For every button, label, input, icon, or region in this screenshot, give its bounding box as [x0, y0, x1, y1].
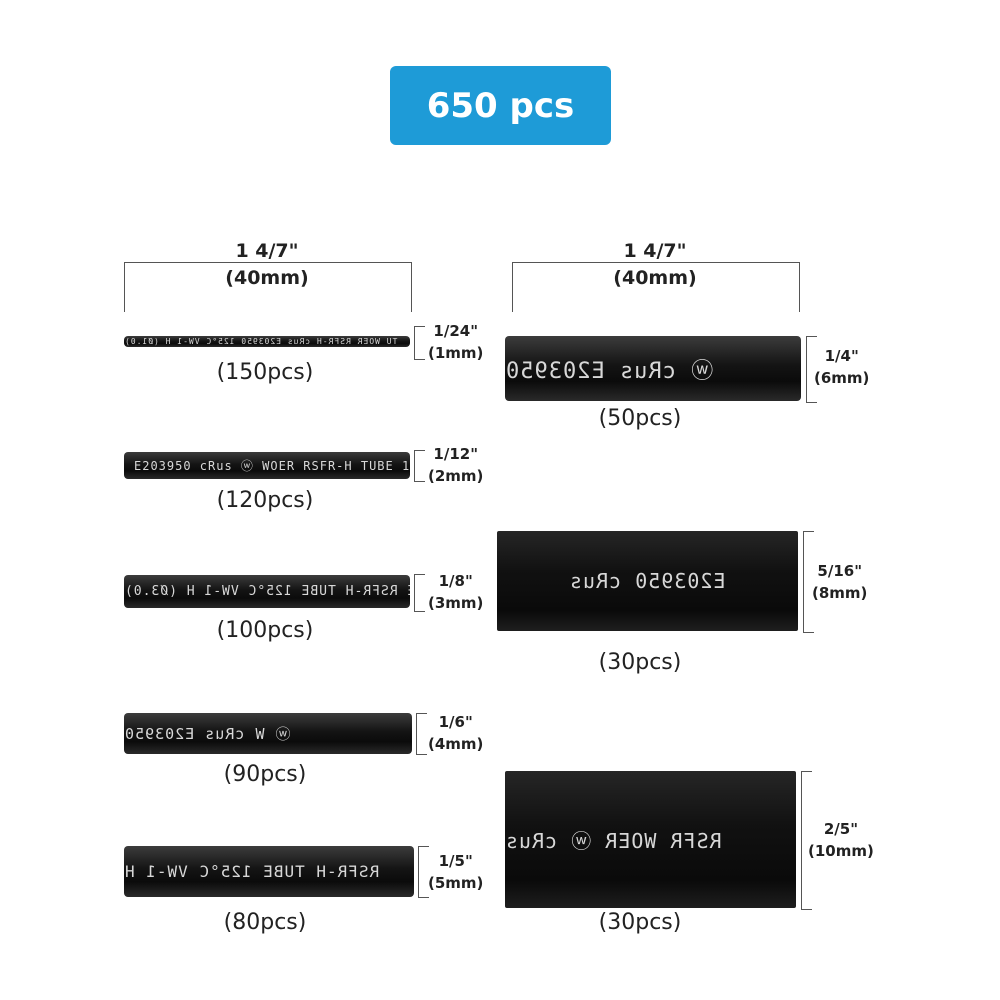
tube-6mm-size-mm: (6mm) [814, 369, 870, 387]
left-length-inch: 1 4/7" [235, 240, 299, 262]
tube-6mm-print: ⓦ cRus E203950 [505, 358, 714, 384]
tube-10mm-print: RSFR WOER ⓦ cRus [505, 829, 722, 853]
tube-4mm-diameter-marker [416, 713, 427, 755]
right-length-mm: (40mm) [613, 267, 697, 289]
tube-10mm-size: 2/5" (10mm) [808, 818, 874, 862]
tube-2mm-diameter-marker [414, 450, 425, 482]
tube-10mm-diameter-marker [801, 771, 812, 910]
tube-3mm-print: E RSFR-H TUBE 125°C VW-1 H (Ø3.0) [124, 584, 410, 599]
tube-3mm: E RSFR-H TUBE 125°C VW-1 H (Ø3.0) [124, 575, 410, 608]
tube-2mm-size: 1/12" (2mm) [428, 443, 483, 487]
tube-1mm-size-inch: 1/24" [433, 322, 479, 340]
tube-6mm-diameter-marker [806, 336, 817, 403]
tube-1mm-size-mm: (1mm) [428, 344, 484, 362]
tube-4mm-print: ⓦ W cRus E203950 [124, 725, 291, 743]
tube-2mm-size-mm: (2mm) [428, 467, 484, 485]
tube-10mm-count: (30pcs) [598, 910, 682, 935]
tube-3mm-diameter-marker [414, 574, 425, 612]
tube-4mm-size-inch: 1/6" [438, 713, 473, 731]
tube-8mm-count: (30pcs) [598, 650, 682, 675]
tube-10mm: RSFR WOER ⓦ cRus [505, 771, 796, 908]
tube-1mm-print: TU WOER RSFR-H cRus E203950 125°C VW-1 H… [124, 337, 398, 346]
tube-3mm-size: 1/8" (3mm) [428, 570, 483, 614]
tube-4mm: ⓦ W cRus E203950 [124, 713, 412, 754]
tube-2mm-count: (120pcs) [216, 488, 314, 513]
tube-5mm: RSFR-H TUBE 125°C VW-1 H [124, 846, 414, 897]
tube-4mm-count: (90pcs) [223, 762, 307, 787]
tube-6mm-size-inch: 1/4" [824, 347, 859, 365]
tube-10mm-size-mm: (10mm) [808, 842, 874, 860]
left-length-mm: (40mm) [225, 267, 309, 289]
tube-6mm: ⓦ cRus E203950 [505, 336, 801, 401]
tube-6mm-count: (50pcs) [598, 406, 682, 431]
left-length-bracket [124, 262, 412, 312]
tube-3mm-size-mm: (3mm) [428, 594, 484, 612]
tube-3mm-size-inch: 1/8" [438, 572, 473, 590]
tube-10mm-size-inch: 2/5" [823, 820, 859, 838]
tube-4mm-size: 1/6" (4mm) [428, 711, 483, 755]
tube-5mm-count: (80pcs) [223, 910, 307, 935]
right-length-label: 1 4/7" (40mm) [505, 238, 805, 292]
tube-6mm-size: 1/4" (6mm) [814, 345, 869, 389]
tube-4mm-size-mm: (4mm) [428, 735, 484, 753]
tube-2mm-size-inch: 1/12" [433, 445, 479, 463]
tube-3mm-count: (100pcs) [216, 618, 314, 643]
right-length-inch: 1 4/7" [623, 240, 687, 262]
tube-1mm-size: 1/24" (1mm) [428, 320, 483, 364]
tube-5mm-print: RSFR-H TUBE 125°C VW-1 H [124, 862, 380, 881]
tube-8mm: E203950 cRus [497, 531, 798, 631]
tube-5mm-diameter-marker [418, 846, 429, 898]
total-count-label: 650 pcs [426, 85, 575, 126]
tube-1mm-diameter-marker [414, 326, 425, 360]
tube-5mm-size-inch: 1/5" [438, 852, 473, 870]
left-length-label: 1 4/7" (40mm) [117, 238, 417, 292]
tube-8mm-size: 5/16" (8mm) [812, 560, 867, 604]
tube-8mm-print: E203950 cRus [569, 569, 726, 593]
tube-5mm-size: 1/5" (5mm) [428, 850, 483, 894]
total-count-banner: 650 pcs [390, 66, 611, 145]
tube-2mm: E203950 cRus ⓦ WOER RSFR-H TUBE 1 [124, 452, 410, 479]
tube-2mm-print: E203950 cRus ⓦ WOER RSFR-H TUBE 1 [134, 459, 410, 473]
tube-5mm-size-mm: (5mm) [428, 874, 484, 892]
right-length-bracket [512, 262, 800, 312]
tube-8mm-size-inch: 5/16" [817, 562, 863, 580]
tube-1mm: TU WOER RSFR-H cRus E203950 125°C VW-1 H… [124, 336, 410, 347]
tube-8mm-size-mm: (8mm) [812, 584, 868, 602]
tube-8mm-diameter-marker [803, 531, 814, 633]
tube-1mm-count: (150pcs) [216, 360, 314, 385]
